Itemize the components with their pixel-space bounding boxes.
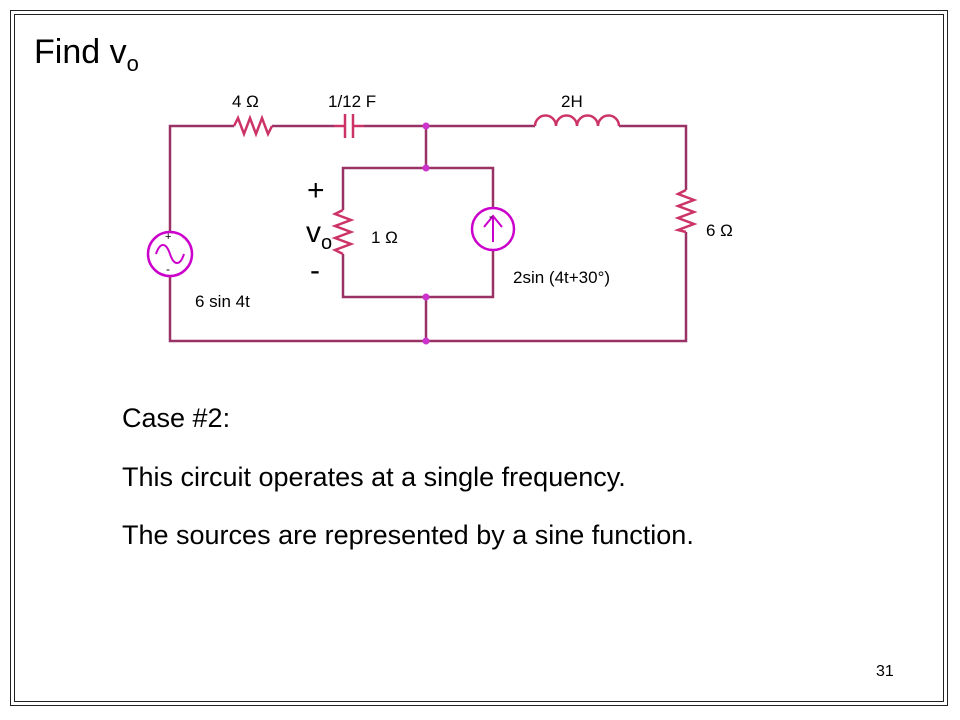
- vo-minus: -: [310, 254, 320, 287]
- inductor-2H: [533, 114, 621, 127]
- capacitor-1-12F: [334, 114, 364, 138]
- vo-plus: +: [307, 174, 325, 207]
- title-main: Find v: [34, 33, 127, 71]
- slide-title: Find vo: [34, 32, 139, 76]
- inductor-label: 2H: [561, 92, 583, 111]
- current-source: [470, 206, 516, 252]
- body-text-line-2: The sources are represented by a sine fu…: [122, 520, 694, 550]
- r6-label: 6 Ω: [706, 221, 733, 240]
- title-subscript: o: [126, 51, 139, 76]
- resistor-4ohm: [232, 114, 274, 138]
- slide-inner-border: [14, 14, 944, 702]
- vo-label: vo: [306, 216, 332, 254]
- vo-main: v: [306, 216, 321, 249]
- slide-outer-border: [10, 10, 948, 706]
- vsource-plus: +: [165, 231, 171, 243]
- isource-label: 2sin (4t+30°): [513, 268, 610, 287]
- isource-minus: -: [489, 209, 493, 223]
- resistor-1ohm: [331, 208, 355, 256]
- vsource-label: 6 sin 4t: [195, 292, 250, 311]
- case-heading: Case #2:: [122, 403, 231, 433]
- r1-label: 4 Ω: [232, 92, 259, 111]
- capacitor-label: 1/12 F: [328, 92, 376, 111]
- page-number: 31: [876, 663, 894, 680]
- vsource-minus: -: [166, 262, 170, 276]
- voltage-source: [146, 230, 194, 278]
- vo-sub: o: [321, 232, 332, 254]
- r1ohm-label: 1 Ω: [371, 228, 398, 247]
- resistor-6ohm: [673, 188, 698, 234]
- circuit-nodes: [422, 122, 430, 345]
- body-text-line-1: This circuit operates at a single freque…: [122, 462, 626, 492]
